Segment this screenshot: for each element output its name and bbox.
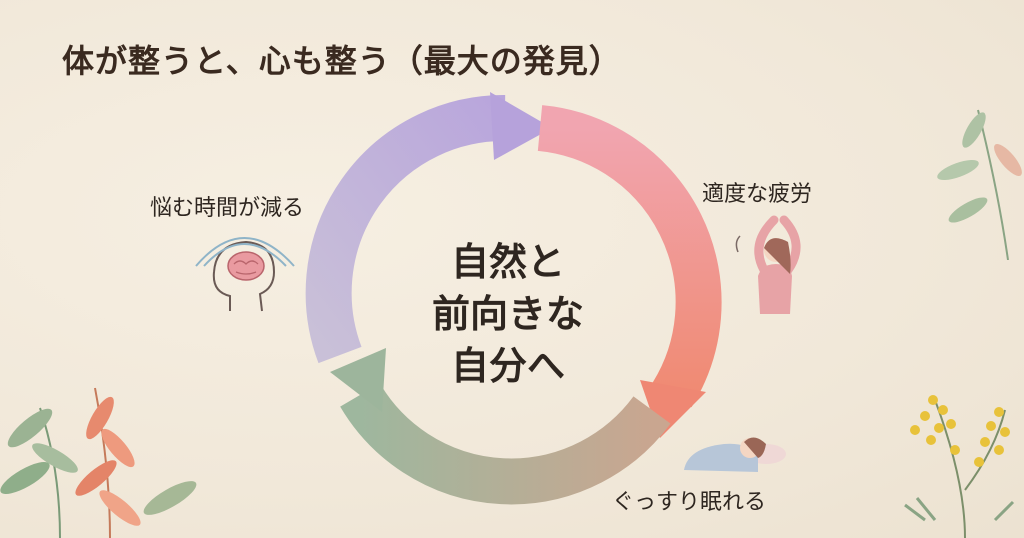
- cycle-center-text: 自然と 前向きな 自分へ: [388, 236, 628, 392]
- mimosa-decoration: [904, 395, 1015, 538]
- arrowhead-green: [330, 348, 386, 412]
- brain-head-icon: [195, 237, 295, 312]
- label-moderate-fatigue: 適度な疲労: [702, 182, 813, 207]
- sleeping-woman-icon: [684, 437, 786, 472]
- center-line-1: 自然と: [450, 240, 565, 284]
- center-line-2: 前向きな: [431, 292, 584, 336]
- arrow-coral: [537, 105, 722, 408]
- page-title: 体が整うと、心も整う（最大の発見）: [62, 42, 622, 80]
- leaf-decoration-right: [937, 109, 1022, 260]
- label-sleep-well: ぐっすり眠れる: [612, 490, 767, 515]
- arrow-purple: [305, 94, 506, 364]
- leaf-decoration-left: [0, 387, 197, 538]
- label-less-worry: 悩む時間が減る: [150, 196, 305, 221]
- center-line-3: 自分へ: [450, 344, 565, 388]
- stretching-woman-icon: [735, 215, 801, 314]
- arrow-green: [340, 383, 671, 505]
- arrowhead-purple: [490, 92, 552, 160]
